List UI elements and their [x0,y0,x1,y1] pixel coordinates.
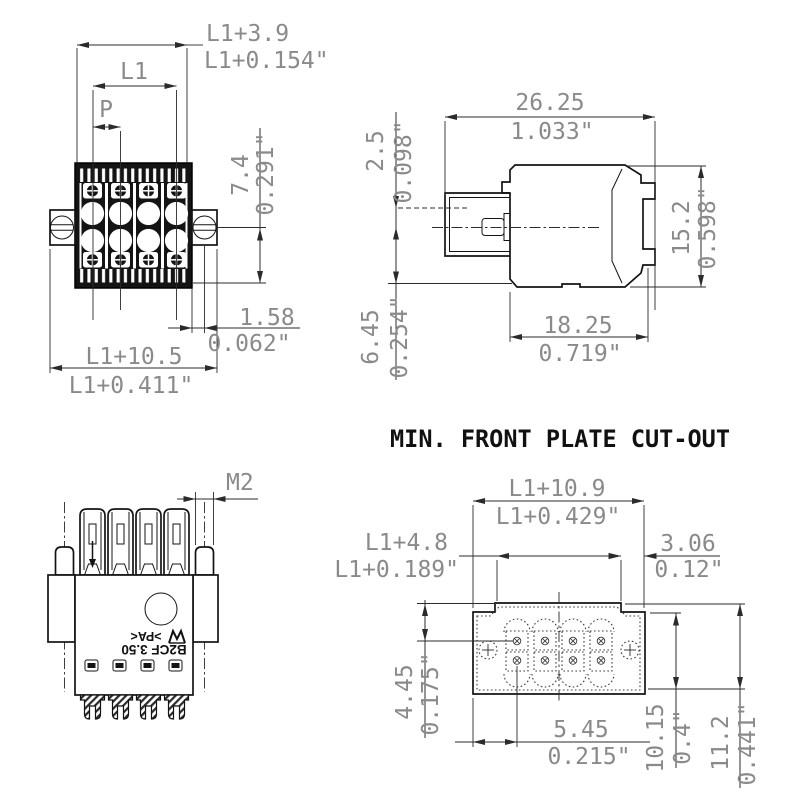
cutout-footprint-dotted [476,606,641,691]
front-flange-right [191,209,218,246]
side-clamp-yoke [444,192,511,257]
side-view: 26.25 1.033" 2.5 0.098" 6.45 0.254" 15.2… [358,90,721,380]
front-pole-1 [80,183,105,268]
dim-plug-thread-label: M2 [226,470,254,496]
dim-side-depth-mm: 26.25 [515,90,584,116]
dim-side-row-offset-mm: 2.5 [363,130,389,172]
dim-front-height-inch: 0.291" [253,132,279,215]
dim-front-l1-label: L1 [120,59,148,85]
dim-front-l1: L1 [93,59,177,89]
dim-side-body-depth-inch: 0.719" [538,341,621,367]
dim-front-width-mm: L1+3.9 [206,21,289,47]
side-clamp-screw [481,218,505,236]
dim-cutout-inner-width: L1+4.8 L1+0.189" [334,530,622,601]
dim-cutout-inner-width-mm: L1+4.8 [365,530,448,556]
dim-cutout-top-to-row: 4.45 0.175" [392,600,513,738]
dim-cutout-inner-height-mm: 10.15 [643,703,669,772]
front-flange-left [49,209,76,246]
dim-cutout-outer-height-inch: 0.441" [735,702,761,785]
side-housing [501,164,656,288]
dim-cutout-outer-width-inch: L1+0.429" [496,504,621,530]
front-comb-bottom [78,269,189,283]
dim-side-center-bottom-inch: 0.254" [387,295,413,378]
cutout-contact-centers [512,636,606,665]
dim-front-overall-mm: L1+10.5 [86,344,183,370]
dim-front-width: L1+3.9 L1+0.154" [77,21,329,74]
dim-front-overall: L1+10.5 L1+0.411" [50,344,217,399]
plug-marking-type: B2CF 3.50 [121,642,186,657]
dim-side-row-offset-inch: 0.098" [391,120,417,203]
dim-front-height: 7.4 0.291" [228,128,279,283]
dim-cutout-outer-height: 11.2 0.441" [625,603,761,788]
plug-marking-material: >PA< [130,629,161,643]
dim-front-flange-offset-inch: 0.062" [207,331,290,357]
dim-cutout-inner-height: 10.15 0.4" [643,612,696,773]
plug-solder-feet [79,694,190,720]
plug-screw-post-right [194,546,215,576]
dim-cutout-top-to-row-inch: 0.175" [418,652,444,735]
dim-cutout-side-margin-mm: 3.06 [660,531,715,557]
dim-cutout-edge-to-col: 5.45 0.215" [455,666,650,770]
dim-front-flange-offset: 1.58 0.062" [168,305,300,357]
dim-front-overall-inch: L1+0.411" [69,373,194,399]
dim-front-pitch: P [93,97,121,130]
dim-side-center-bottom-mm: 6.45 [358,309,384,364]
cutout-outline [472,602,646,695]
dim-side-center-bottom: 6.45 0.254" [358,271,413,379]
dim-plug-thread: M2 [177,470,258,545]
dim-front-width-inch: L1+0.154" [204,48,329,74]
dim-cutout-edge-to-col-inch: 0.215" [547,744,630,770]
plug-windows [84,659,183,672]
dim-cutout-edge-to-col-mm: 5.45 [553,717,608,743]
dim-cutout-inner-height-inch: 0.4" [670,709,696,764]
dim-side-body-depth: 18.25 0.719" [509,268,649,367]
dim-side-height-inch: 0.598" [695,186,721,269]
plug-tower-2 [107,508,134,576]
dim-side-height: 15.2 0.598" [628,165,721,288]
plug-body [74,574,194,696]
dim-cutout-outer-width: L1+10.9 L1+0.429" [472,476,645,608]
plug-wing-right [192,574,219,643]
dim-side-row-offset: 2.5 0.098" [363,112,417,380]
dim-cutout-side-margin-inch: 0.12" [654,557,723,583]
dim-side-height-mm: 15.2 [669,200,695,255]
dim-side-body-depth-mm: 18.25 [543,313,612,339]
dim-cutout-side-margin: 3.06 0.12" [607,531,724,583]
dim-cutout-outer-width-mm: L1+10.9 [509,476,606,502]
plug-tower-4 [163,508,190,576]
weidmueller-logo-icon [168,628,186,644]
cutout-view: MIN. FRONT PLATE CUT-OUT L [334,425,761,788]
dim-side-depth-inch: 1.033" [510,119,593,145]
plug-tower-3 [135,508,162,576]
plug-wing-left [47,574,76,643]
dim-front-flange-offset-mm: 1.58 [239,305,294,331]
dim-cutout-inner-width-inch: L1+0.189" [334,557,459,583]
polarity-arrow-icon [89,559,96,568]
plug-screw-post-left [54,546,75,576]
front-comb-top [78,168,189,182]
dim-front-height-mm: 7.4 [228,154,254,196]
plug-body-circle [144,592,178,626]
dim-cutout-outer-height-mm: 11.2 [708,715,734,770]
plug-view: >PA< B2CF 3.50 M2 [47,470,258,720]
cutout-heading: MIN. FRONT PLATE CUT-OUT [390,425,730,453]
front-pole-3 [136,183,161,268]
dim-cutout-top-to-row-mm: 4.45 [392,664,418,719]
dim-front-pitch-label: P [99,97,113,123]
front-view: L1+3.9 L1+0.154" L1 P 7.4 0.291" 1.58 0.… [49,21,329,399]
dim-side-depth: 26.25 1.033" [444,90,656,310]
plug-tower-1 [79,508,106,576]
